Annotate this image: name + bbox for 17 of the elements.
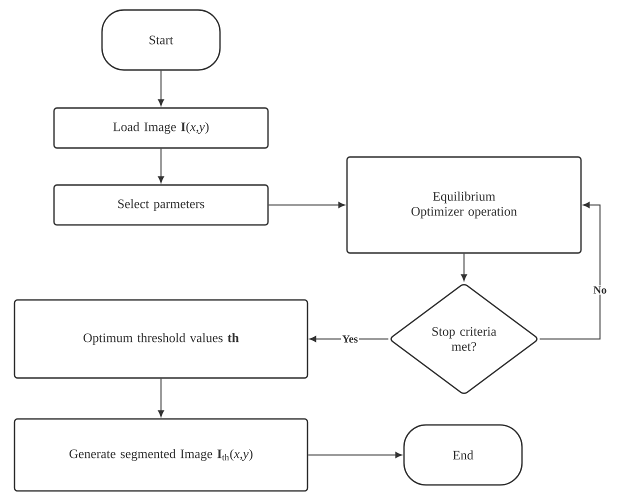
start-terminal: Start [101, 9, 221, 71]
arrow [310, 336, 389, 342]
process-box: Load Image I(x,y) [53, 107, 269, 149]
arrow [158, 148, 164, 183]
edge-label: No [592, 285, 608, 295]
arrow [460, 253, 468, 281]
end-terminal: End [403, 424, 523, 486]
process-box: Generate segmented Image I$_{th}$(x,y) [14, 418, 308, 492]
arrow [308, 452, 402, 458]
process-box: Equilibrium Optimizer operation [346, 156, 582, 254]
process-box: Optimum threshold values th [14, 299, 308, 379]
arrow [158, 378, 164, 417]
arrow [539, 202, 600, 340]
arrow [268, 202, 346, 208]
edge-label: Yes [341, 334, 359, 344]
process-box: Select parmeters [53, 184, 269, 226]
arrow [158, 70, 164, 106]
